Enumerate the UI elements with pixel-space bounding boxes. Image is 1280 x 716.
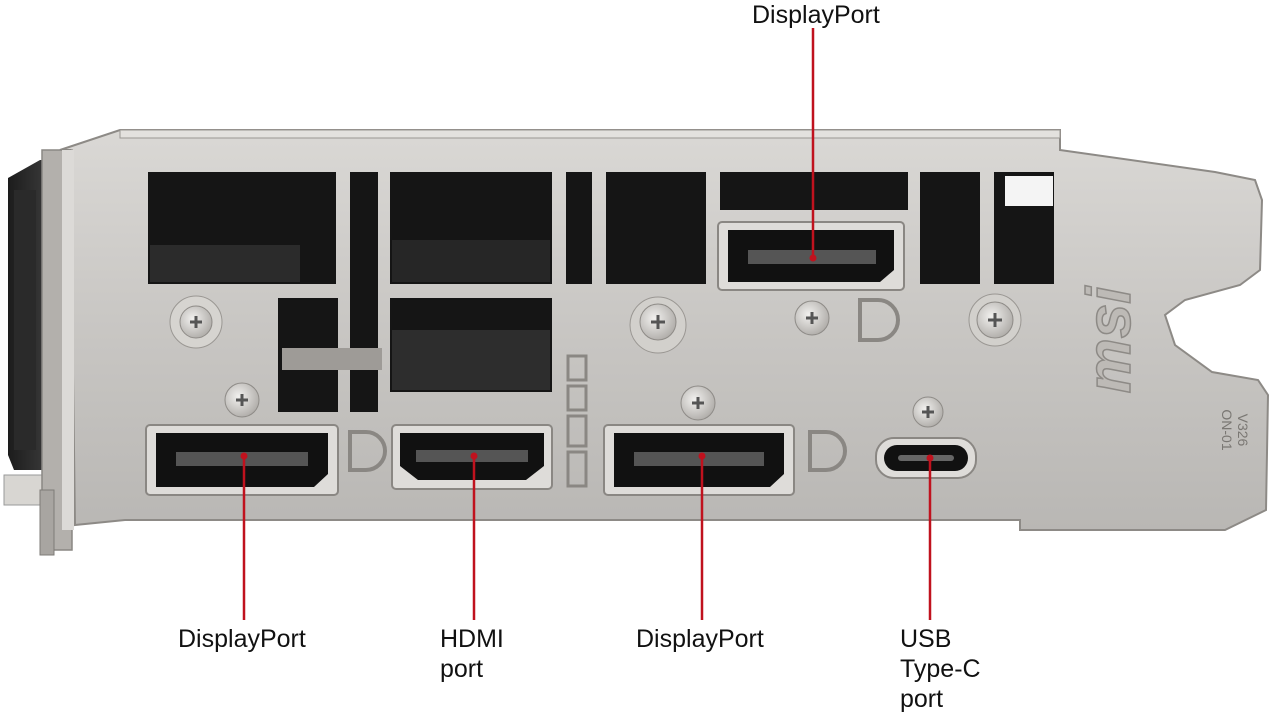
label-usb-type-c-port: USB Type-C port (900, 624, 981, 714)
screw (169, 295, 223, 349)
screw (794, 300, 830, 336)
screws (169, 293, 1022, 428)
label-text-line1: USB (900, 625, 952, 653)
screw (968, 293, 1022, 347)
label-hdmi-port: HDMI port (440, 624, 504, 684)
displayport-logos (348, 298, 900, 472)
screw (629, 296, 687, 354)
left-displayport-connector (145, 424, 339, 496)
screw (680, 385, 716, 421)
leader-dots (240, 254, 934, 462)
screw (224, 382, 260, 418)
label-left-displayport: DisplayPort (178, 624, 306, 654)
label-text-line1: HDMI (440, 625, 504, 653)
brand-mark: msi (1075, 285, 1144, 394)
leader-lines (242, 28, 932, 620)
label-right-displayport: DisplayPort (636, 624, 764, 654)
screw (912, 396, 944, 428)
right-displayport-connector (603, 424, 795, 496)
model-code-line1: V326 (1235, 414, 1251, 447)
hdmi-logo (566, 354, 588, 488)
label-text: DisplayPort (178, 625, 306, 653)
label-text-line2: port (440, 655, 484, 683)
label-text-line3: port (900, 685, 944, 713)
label-text: DisplayPort (636, 625, 764, 653)
model-code-line2: ON-01 (1219, 409, 1235, 450)
usb-c-connector (875, 437, 977, 479)
label-text-line2: Type-C (900, 655, 981, 683)
label-top-displayport: DisplayPort (752, 0, 880, 30)
label-text: DisplayPort (752, 1, 880, 29)
card-shroud (3, 160, 48, 506)
